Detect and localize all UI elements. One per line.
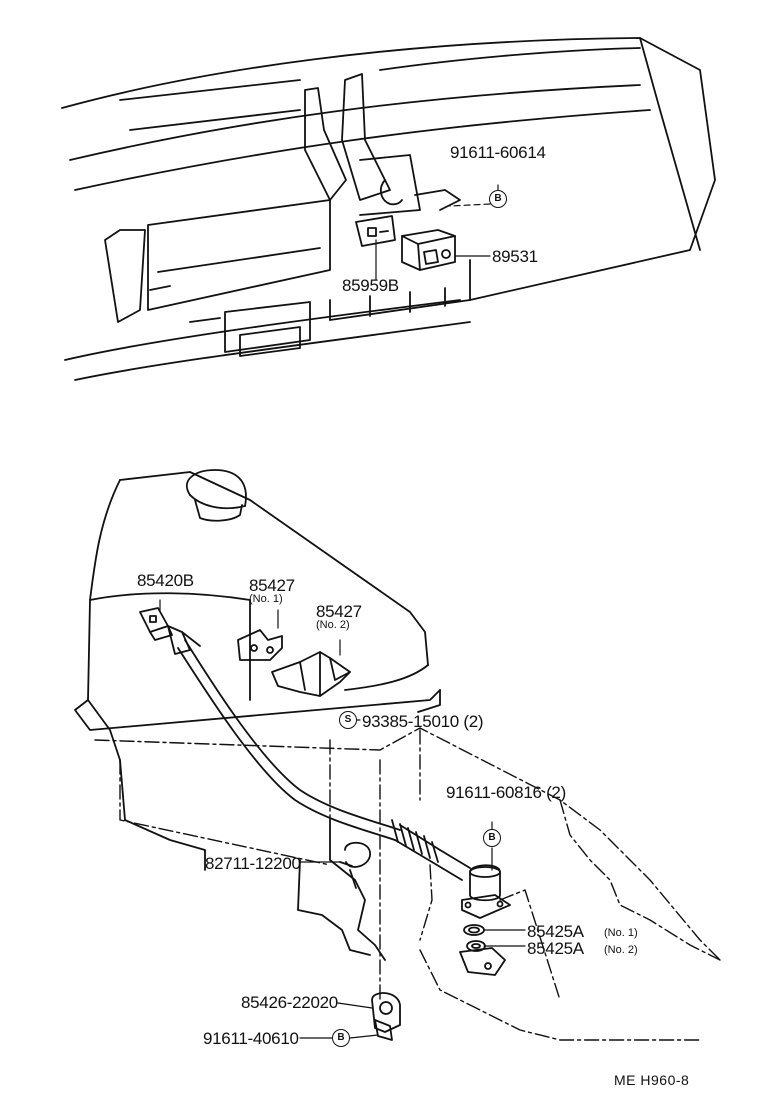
screw-mark-s: S (339, 711, 357, 729)
grommets-85425a (459, 924, 506, 976)
washer-pump (461, 864, 511, 919)
part-label-89531: 89531 (492, 247, 538, 266)
part-label-91611-60614: 91611-60614 (450, 143, 546, 162)
washer-hose (177, 639, 471, 881)
body-dashed-outline (94, 727, 721, 1041)
washer-tank (74, 469, 441, 961)
part-note-no2: (No. 2) (316, 619, 350, 631)
bolt-mark-b: B (483, 829, 501, 847)
clamp-85426 (371, 992, 401, 1041)
part-note-no2: (No. 2) (604, 944, 638, 956)
bolt-mark-b: B (332, 1029, 350, 1047)
dashboard-outline (61, 37, 716, 381)
part-label-85427-no1: 85427 (249, 576, 295, 595)
part-note-no1: (No. 1) (604, 927, 638, 939)
part-label-85426-22020: 85426-22020 (241, 993, 338, 1012)
bracket-85959b (355, 215, 396, 247)
bolt-mark-b: B (489, 190, 507, 208)
relay-89531 (401, 229, 456, 271)
connector-85420b (139, 607, 201, 655)
part-label-91611-40610: 91611-40610 (203, 1029, 299, 1048)
part-label-93385-15010: 93385-15010 (2) (362, 712, 484, 731)
part-label-85420b: 85420B (137, 571, 194, 590)
bracket-85427-no1 (237, 629, 283, 661)
part-label-85425a-no1: 85425A (527, 922, 584, 941)
diagram-code: ME H960-8 (614, 1072, 690, 1088)
clamp-82711 (339, 841, 371, 889)
part-note-no1: (No. 1) (249, 593, 283, 605)
part-label-85959b: 85959B (342, 276, 399, 295)
part-label-82711-12200: 82711-12200 (205, 854, 301, 873)
part-label-91611-60816: 91611-60816 (2) (446, 783, 566, 802)
bracket-85427-no2 (271, 651, 351, 697)
part-label-85425a-no2: 85425A (527, 939, 584, 958)
part-label-85427-no2: 85427 (316, 602, 362, 621)
leader-lines-lower (159, 599, 526, 1039)
